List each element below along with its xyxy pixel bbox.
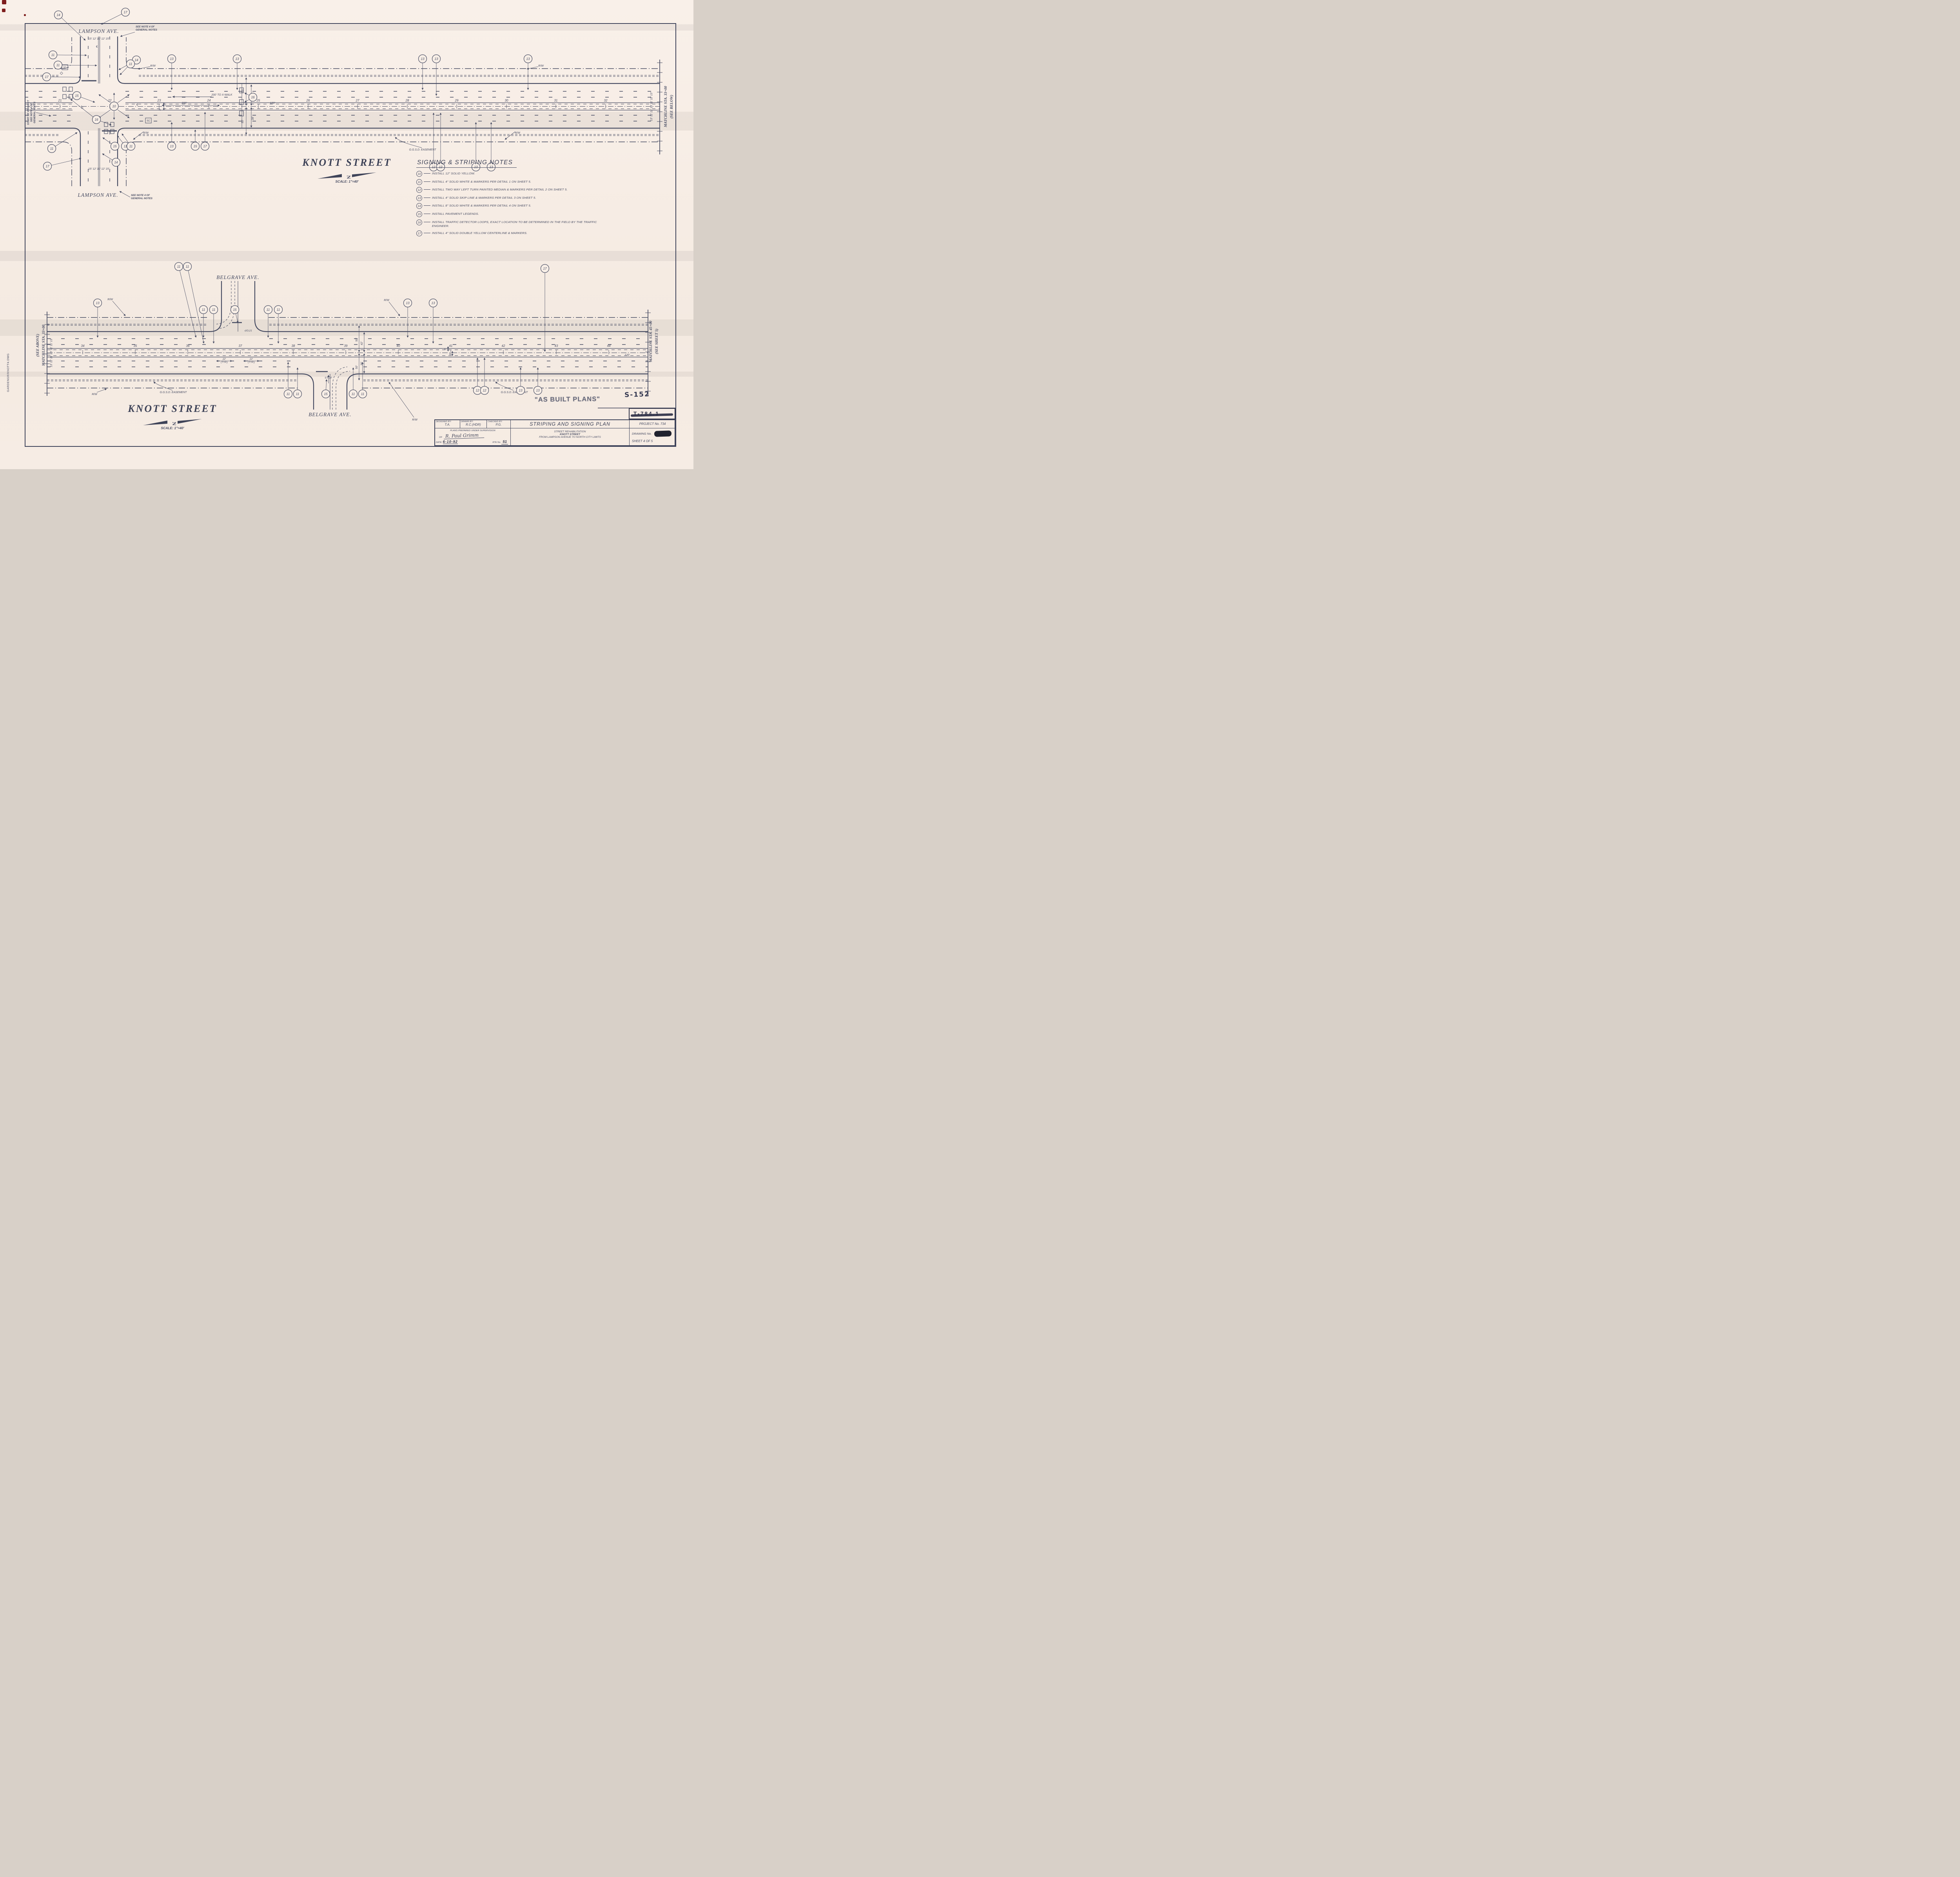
note-number: 12 — [416, 187, 422, 193]
note-item-16: 16 INSTALL TRAFFIC DETECTOR LOOPS, EXACT … — [416, 219, 607, 229]
callout-14 — [54, 10, 63, 20]
corner-mark — [2, 9, 5, 12]
note-item-10: 10 INSTALL 12" SOLID YELLOW. — [416, 171, 607, 177]
note-number: 14 — [416, 203, 422, 209]
checked-by-value: P.G. — [495, 423, 502, 426]
note-item-17: 17 INSTALL 4" SOLID DOUBLE YELLOW CENTERL… — [416, 230, 607, 236]
top-plan-title: KNOTT STREET — [302, 157, 392, 168]
note-text: INSTALL PAVEMENT LEGENDS. — [432, 212, 479, 216]
note-number: 16 — [416, 219, 422, 225]
of-label: OF — [439, 436, 443, 439]
s152-handwritten: S-152 — [624, 390, 650, 399]
note-leader — [424, 189, 430, 190]
note-text: INSTALL TWO WAY LEFT TURN PAINTED MEDIAN… — [432, 188, 568, 192]
callout-number: 17 — [123, 11, 127, 14]
subtitle-line1: STREET REHABILITATION — [554, 430, 586, 433]
note-item-12: 12 INSTALL TWO WAY LEFT TURN PAINTED MEDI… — [416, 187, 607, 193]
drawn-by-label: DRAWN BY: — [461, 421, 474, 423]
note-text: INSTALL 4" SOLID SKIP LINE & MARKERS PER… — [432, 196, 536, 199]
note-text: INSTALL TRAFFIC DETECTOR LOOPS, EXACT LO… — [432, 220, 597, 228]
note-number: 13 — [416, 195, 422, 201]
note-item-13: 13 INSTALL 4" SOLID SKIP LINE & MARKERS P… — [416, 195, 607, 201]
subtitle-line3: FROM LAMPSON AVENUE TO NORTH CITY LIMITS — [539, 436, 601, 439]
callout-number: 14 — [56, 13, 60, 17]
drawing-number-label: DRAWING No. — [632, 432, 652, 435]
note-number: 15 — [416, 211, 422, 217]
bottom-plan-title: KNOTT STREET — [128, 403, 217, 414]
note-item-11: 11 INSTALL 4" SOLID WHITE & MARKERS PER D… — [416, 179, 607, 185]
as-built-stamp: "AS BUILT PLANS" — [534, 395, 601, 403]
bottom-plan-scale: SCALE: 1"=40' — [161, 426, 184, 430]
checked-by-cell: CHECKED BY: P.G. — [487, 420, 511, 428]
designed-by-cell: DESIGNED BY: T.A. — [435, 420, 460, 428]
engineer-signature: R. Paul Grimm — [443, 432, 485, 439]
note-leader — [424, 181, 430, 182]
file-reference: GARDENGR/KNOTT4.DWG — [7, 353, 10, 392]
note-text: INSTALL 4" SOLID WHITE & MARKERS PER DET… — [432, 180, 532, 183]
subtitle-line2: KNOTT STREET — [559, 433, 581, 436]
callout-17 — [121, 7, 130, 17]
redaction-mark — [654, 430, 671, 437]
designed-by-label: DESIGNED BY: — [436, 421, 452, 423]
note-text: INSTALL 12" SOLID YELLOW. — [432, 172, 475, 175]
note-text: INSTALL 4" SOLID DOUBLE YELLOW CENTERLIN… — [432, 231, 528, 235]
corner-mark — [2, 0, 6, 4]
project-description-cell: STREET REHABILITATION KNOTT STREET FROM … — [511, 428, 630, 446]
checked-by-label: CHECKED BY: — [488, 421, 503, 423]
drawing-border — [25, 23, 676, 447]
route-value: 51 — [501, 440, 508, 444]
date-label: DATE: — [436, 441, 443, 444]
note-number: 11 — [416, 179, 422, 185]
project-number: PROJECT No. 734 — [639, 422, 666, 426]
designed-by-value: T.A. — [445, 423, 450, 426]
note-item-15: 15 INSTALL PAVEMENT LEGENDS. — [416, 211, 607, 217]
note-leader — [424, 173, 430, 174]
note-number: 17 — [416, 230, 422, 236]
note-item-14: 14 INSTALL 8" SOLID WHITE & MARKERS PER D… — [416, 203, 607, 209]
note-leader — [424, 205, 430, 206]
sheet-title-cell: STRIPING AND SIGNING PLAN — [511, 420, 630, 428]
top-plan-scale: SCALE: 1"=40' — [335, 180, 359, 183]
sheet-number: SHEET 4 OF 5 — [632, 439, 653, 443]
note-number: 10 — [416, 171, 422, 177]
drawing-number-cell: DRAWING No. SHEET 4 OF 5 — [630, 428, 675, 446]
date-value: 6-10-92 — [443, 440, 458, 444]
route-label: RTE No. — [492, 441, 501, 444]
title-block: DESIGNED BY: T.A. DRAWN BY: R.C.(HDR) CH… — [434, 419, 675, 446]
supervision-label: PLANS PREPARED UNDER SUPERVISION — [450, 430, 495, 432]
t784-box: T-784.1 — [629, 408, 675, 419]
supervision-cell: PLANS PREPARED UNDER SUPERVISION OF R. P… — [435, 428, 511, 446]
notes-heading: SIGNING & STRIPING NOTES — [416, 159, 517, 168]
sheet-title: STRIPING AND SIGNING PLAN — [530, 421, 610, 427]
signing-striping-notes: SIGNING & STRIPING NOTES 10 INSTALL 12" S… — [416, 159, 607, 236]
corner-mark — [24, 14, 26, 16]
drawn-by-cell: DRAWN BY: R.C.(HDR) — [460, 420, 487, 428]
drawn-by-value: R.C.(HDR) — [466, 423, 481, 426]
note-text: INSTALL 8" SOLID WHITE & MARKERS PER DET… — [432, 204, 532, 208]
project-cell: PROJECT No. 734 — [630, 420, 675, 428]
